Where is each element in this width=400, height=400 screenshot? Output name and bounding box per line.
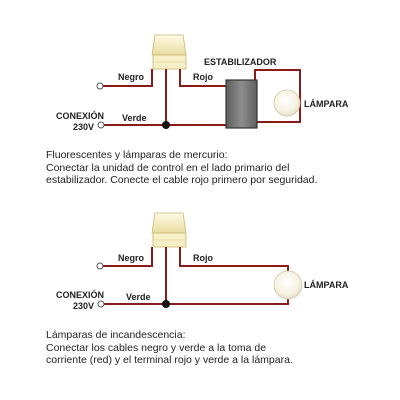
label-verde: Verde: [126, 292, 151, 302]
caption-1-line: Fluorescentes y lámparas de mercurio:: [46, 149, 228, 161]
label-verde: Verde: [122, 113, 147, 123]
label-conexion: CONEXIÓN: [56, 110, 104, 121]
label-negro: Negro: [118, 253, 145, 263]
caption-2-line: Conectar los cables negro y verde a la t…: [46, 341, 267, 354]
label-rojo: Rojo: [193, 72, 213, 82]
caption-2-line: corriente (red) y el terminal rojo y ver…: [46, 354, 293, 366]
label-230v: 230V: [73, 301, 94, 311]
terminal-negro: [96, 82, 104, 90]
lamp-icon: [273, 270, 303, 300]
label-rojo: Rojo: [193, 253, 213, 263]
terminal-verde: [97, 121, 105, 129]
label-lampara: LÁMPARA: [304, 280, 349, 290]
diagram-1: Negro Rojo Verde ESTABILIZADOR LÁMPARA C…: [56, 34, 349, 132]
caption-2: Lámparas de incandescencia: Conectar los…: [46, 329, 293, 367]
label-conexion: CONEXIÓN: [56, 289, 104, 300]
junction-dot: [162, 300, 170, 308]
label-negro: Negro: [118, 72, 145, 82]
label-230v: 230V: [73, 122, 94, 132]
label-lampara: LÁMPARA: [304, 99, 349, 109]
caption-1-line: Conectar la unidad de control en el lado…: [46, 161, 290, 174]
stabilizer-box: [225, 79, 258, 129]
terminal-verde: [97, 300, 105, 308]
caption-1: Fluorescentes y lámparas de mercurio: Co…: [46, 149, 317, 187]
lamp-icon: [273, 89, 301, 117]
label-estabilizador: ESTABILIZADOR: [204, 57, 277, 67]
caption-2-line: Lámparas de incandescencia:: [46, 329, 186, 341]
diagram-2: Negro Rojo Verde LÁMPARA CONEXIÓN 230V: [56, 212, 349, 311]
terminal-negro: [96, 262, 104, 270]
junction-dot: [162, 121, 170, 129]
light-sensor-icon: [151, 34, 187, 70]
caption-1-line: estabilizador. Conecte el cable rojo pri…: [46, 174, 318, 186]
light-sensor-icon: [151, 212, 187, 248]
